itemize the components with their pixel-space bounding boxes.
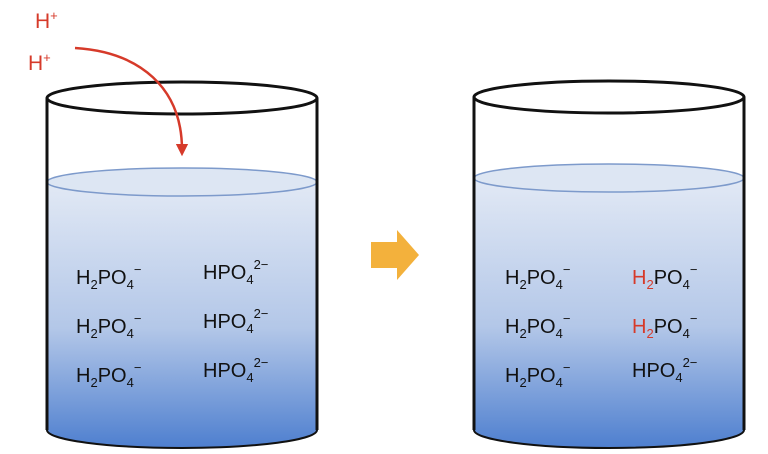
ion-label: HPO42− bbox=[632, 355, 697, 385]
ion-label: HPO42− bbox=[203, 257, 268, 287]
ion-label: H2PO4− bbox=[76, 311, 141, 341]
beaker-right-ions: H2PO4− H2PO4− H2PO4− H2PO4− H2PO4− HPO42… bbox=[505, 262, 697, 390]
proton-label-2: H+ bbox=[28, 50, 51, 75]
ion-label: H2PO4− bbox=[632, 262, 697, 292]
ion-label: H2PO4− bbox=[505, 262, 570, 292]
added-protons: H+ H+ bbox=[28, 8, 58, 75]
beaker-right-liquid-surface bbox=[473, 163, 745, 193]
beaker-right-liquid bbox=[474, 178, 744, 448]
beaker-left-liquid bbox=[47, 182, 317, 448]
transition-arrow-icon bbox=[371, 230, 419, 280]
proton-label-1: H+ bbox=[35, 8, 58, 33]
beaker-right-rim bbox=[472, 79, 746, 115]
beaker-left bbox=[45, 80, 319, 449]
beaker-left-base bbox=[46, 429, 318, 449]
beaker-right-base bbox=[473, 429, 745, 449]
proton-addition-arrow bbox=[74, 46, 189, 157]
ion-label: H2PO4− bbox=[632, 311, 697, 341]
beaker-left-ions: H2PO4− HPO42− H2PO4− HPO42− H2PO4− HPO42… bbox=[76, 257, 268, 390]
beaker-right bbox=[472, 79, 746, 449]
ion-label: H2PO4− bbox=[505, 360, 570, 390]
ion-label: H2PO4− bbox=[76, 360, 141, 390]
ion-label: HPO42− bbox=[203, 306, 268, 336]
beaker-left-rim bbox=[45, 80, 319, 116]
ion-label: HPO42− bbox=[203, 355, 268, 385]
ion-label: H2PO4− bbox=[505, 311, 570, 341]
ion-label: H2PO4− bbox=[76, 262, 141, 292]
beaker-left-liquid-surface bbox=[46, 167, 318, 197]
